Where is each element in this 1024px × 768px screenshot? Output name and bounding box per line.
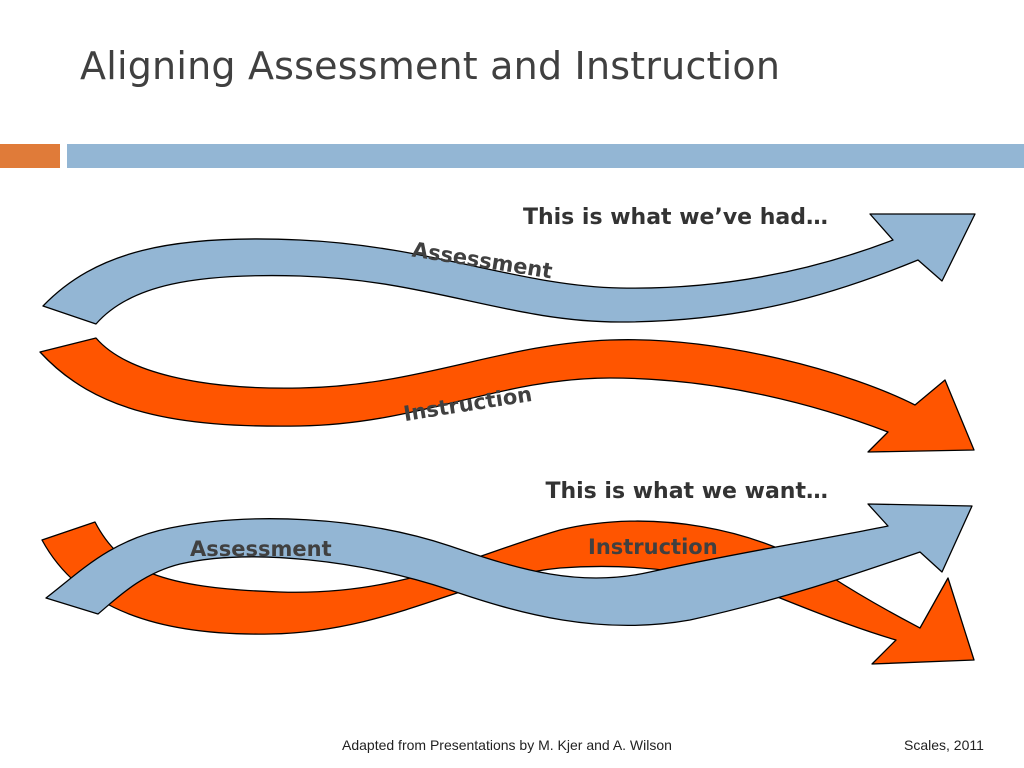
title-accent-blue-bar (67, 144, 1024, 168)
bottom-assessment-arrow (45, 503, 973, 627)
caption-what-we-had: This is what we’ve had… (523, 205, 828, 230)
footer-scales: Scales, 2011 (904, 737, 984, 753)
footer-credit: Adapted from Presentations by M. Kjer an… (342, 737, 672, 753)
top-instruction-arrow (39, 337, 975, 453)
caption-what-we-want: This is what we want… (545, 479, 828, 504)
title-accent-orange-bar (0, 144, 60, 168)
bottom-instruction-label: Instruction (588, 535, 718, 559)
slide-title: Aligning Assessment and Instruction (80, 44, 781, 88)
bottom-assessment-label: Assessment (190, 537, 332, 561)
top-assessment-arrow (42, 213, 976, 325)
